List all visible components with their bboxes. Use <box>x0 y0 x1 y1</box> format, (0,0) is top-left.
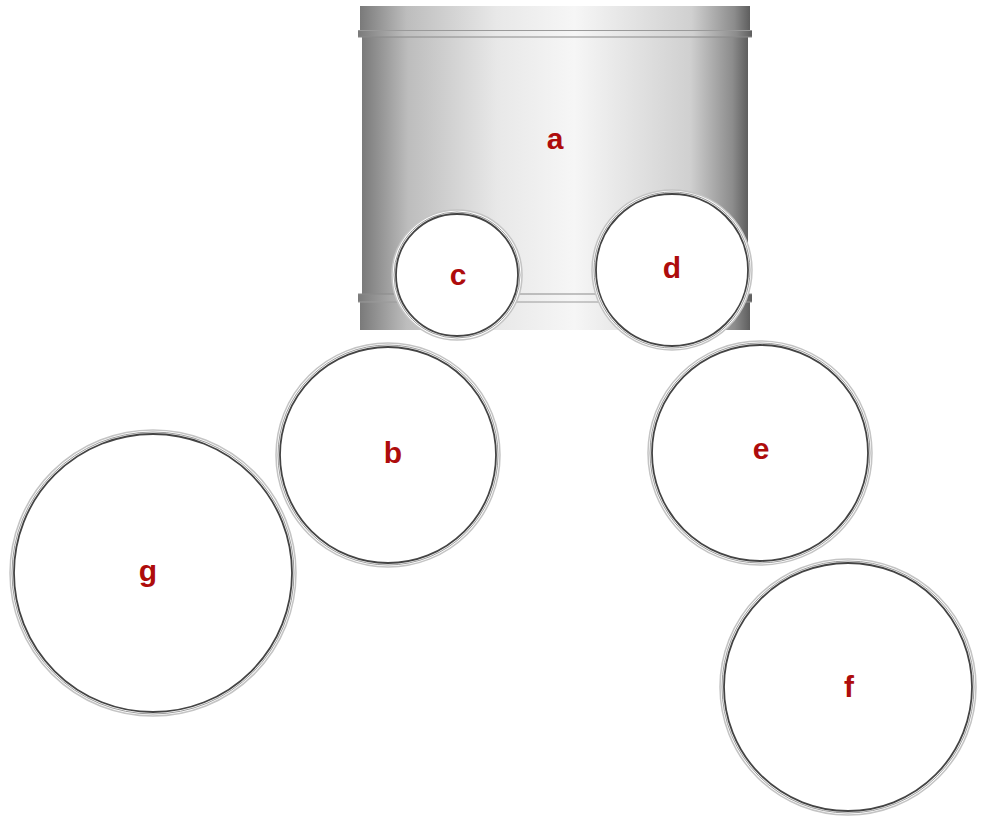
drum-circle: b <box>275 342 501 568</box>
drum-head-rim <box>10 430 296 716</box>
drum-head <box>724 563 972 811</box>
drum-head <box>14 434 292 712</box>
drum-label: f <box>844 672 854 702</box>
drum-circle: f <box>719 558 977 816</box>
drum-label: b <box>384 438 402 468</box>
drum-head <box>396 214 518 336</box>
drum-head <box>652 345 868 561</box>
drum-label: a <box>547 124 564 154</box>
drum-rim <box>358 30 752 37</box>
drum-circle: g <box>9 429 297 717</box>
drum-head-rim <box>592 190 752 350</box>
drum-circle: e <box>647 340 873 566</box>
drum-hoop <box>360 6 750 30</box>
drum-label: g <box>139 556 157 586</box>
drum-head <box>596 194 748 346</box>
drum-label: d <box>663 253 681 283</box>
drum-label: c <box>450 260 467 290</box>
drum-head <box>280 347 496 563</box>
drum-head-rim <box>392 210 522 340</box>
drum-head-rim <box>276 343 500 567</box>
drum-head-rim <box>720 559 976 815</box>
drum-circle: c <box>391 209 523 341</box>
drum-label: e <box>753 434 770 464</box>
drum-circle: d <box>591 189 753 351</box>
drum-head-rim <box>648 341 872 565</box>
